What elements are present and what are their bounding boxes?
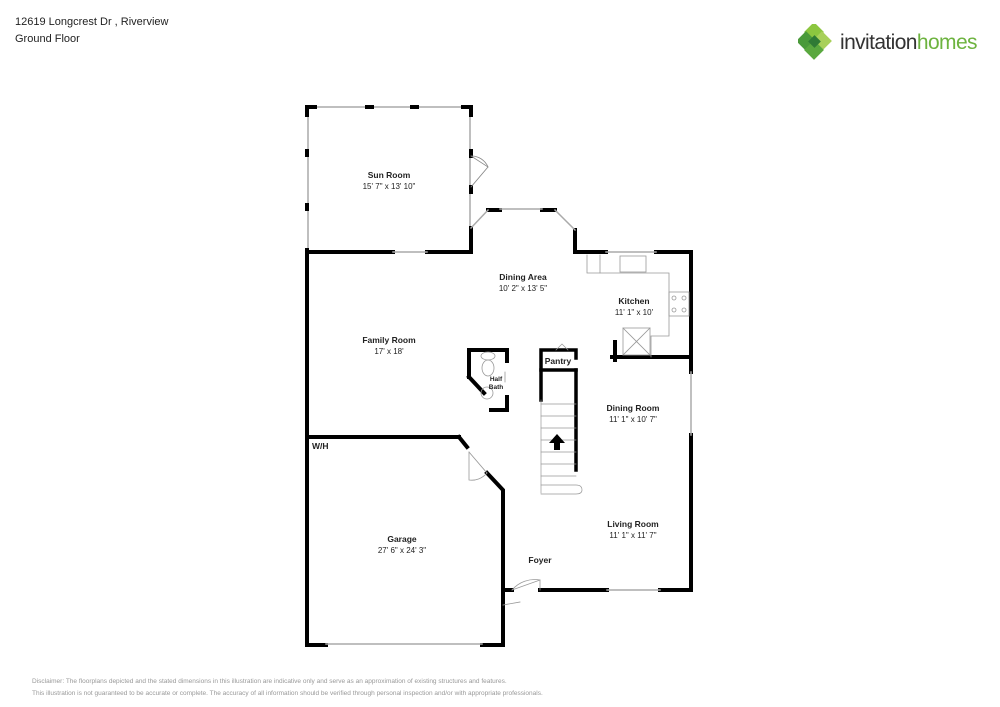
dims-family-room: 17' x 18' (374, 347, 404, 356)
floor-label: Ground Floor (15, 33, 80, 45)
dims-living-room: 11' 1" x 11' 7" (609, 531, 656, 540)
label-sun-room: Sun Room (368, 170, 411, 180)
label-half-bath-1: Half (490, 376, 503, 383)
dims-sun-room: 15' 7" x 13' 10" (363, 182, 416, 191)
disclaimer: Disclaimer: The floorplans depicted and … (32, 676, 543, 700)
dims-kitchen: 11' 1" x 10' (615, 308, 654, 317)
dims-garage: 27' 6" x 24' 3" (378, 546, 426, 555)
disclaimer-line-1: Disclaimer: The floorplans depicted and … (32, 678, 507, 685)
logo-mark-icon (798, 24, 832, 60)
label-pantry: Pantry (545, 356, 572, 366)
logo-text: invitationhomes (840, 30, 978, 54)
label-garage: Garage (387, 534, 417, 544)
address: 12619 Longcrest Dr , Riverview (15, 16, 169, 28)
dims-dining-room: 11' 1" x 10' 7" (609, 415, 657, 424)
invitation-homes-logo: invitationhomes (798, 24, 978, 60)
label-wh: W/H (312, 441, 329, 451)
label-dining-area: Dining Area (499, 272, 547, 282)
header: 12619 Longcrest Dr , Riverview Ground Fl… (15, 14, 168, 48)
label-family-room: Family Room (362, 335, 416, 345)
label-half-bath-2: Bath (489, 384, 503, 391)
stair-up-arrow-icon (549, 434, 565, 450)
label-dining-room: Dining Room (607, 403, 660, 413)
label-foyer: Foyer (528, 555, 552, 565)
label-living-room: Living Room (607, 519, 659, 529)
label-kitchen: Kitchen (618, 296, 649, 306)
disclaimer-line-2: This illustration is not guaranteed to b… (32, 690, 543, 697)
dims-dining-area: 10' 2" x 13' 5" (499, 284, 547, 293)
